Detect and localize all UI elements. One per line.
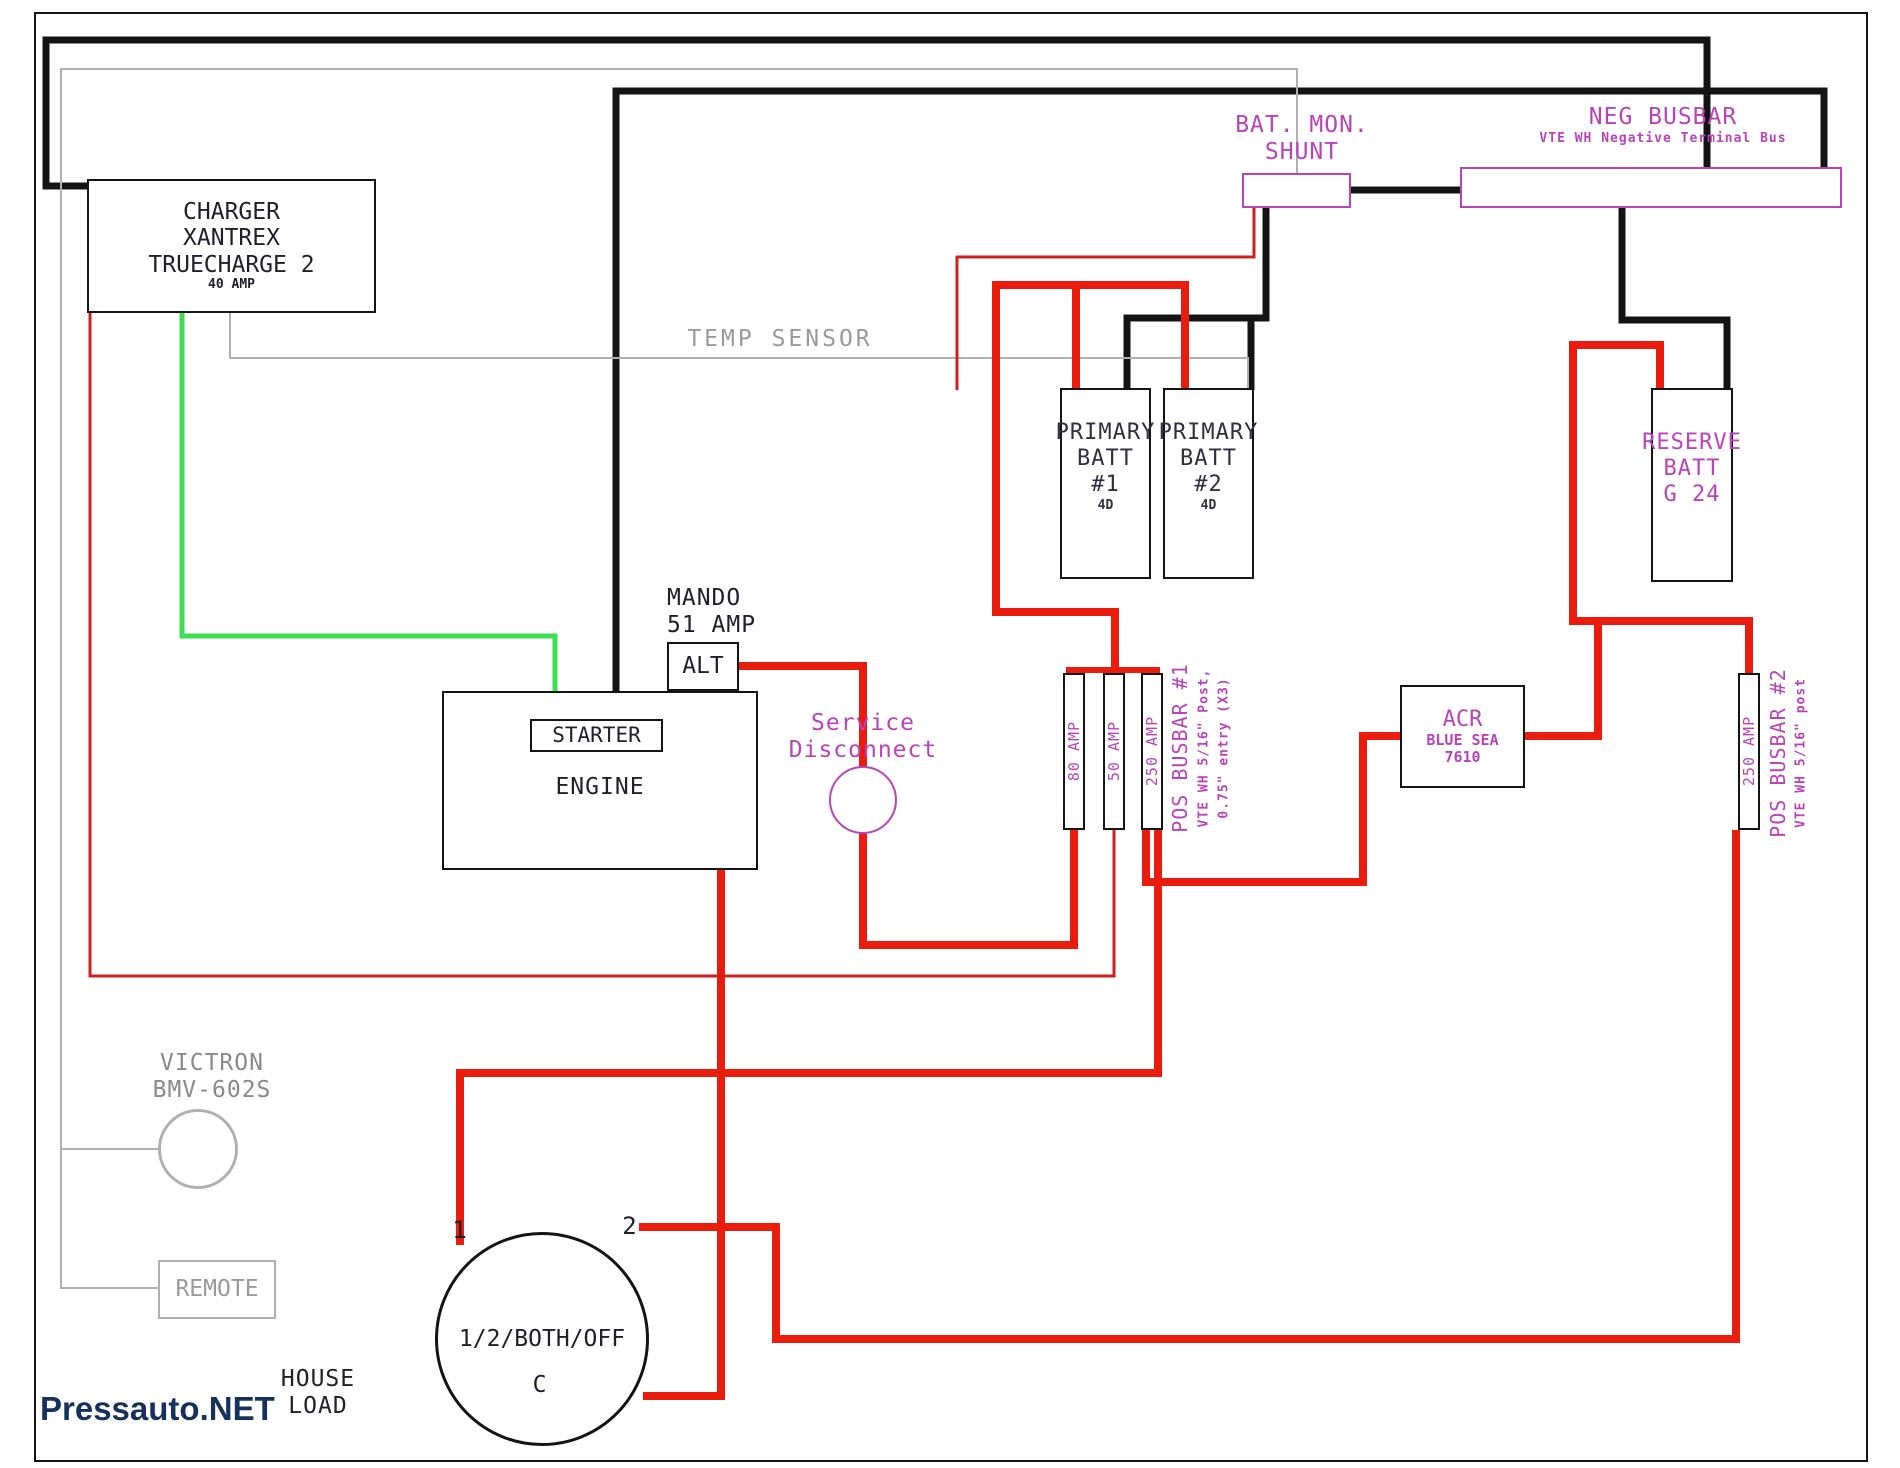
bmv-shunt-data-cable <box>60 68 1298 1289</box>
shunt-sense-wire <box>955 208 1256 390</box>
fuse-50amp-box <box>1103 673 1125 830</box>
service-disconnect-label: Service Disconnect <box>788 710 938 764</box>
bat-mon-shunt-label: BAT. MON. SHUNT <box>1235 112 1369 166</box>
temp-sensor-cable <box>229 313 1249 390</box>
switch-terminal-1: 1 <box>452 1216 468 1244</box>
primary-batt2-label: PRIMARY BATT #2 4D <box>1158 420 1259 513</box>
battery-positive-bus <box>992 281 1189 670</box>
watermark: Pressauto.NET <box>40 1390 275 1427</box>
switch-terminal-common: C <box>532 1372 548 1398</box>
acr-to-posbusbar1 <box>1142 732 1400 886</box>
reserve-batt-label: RESERVE BATT G 24 <box>1642 430 1742 507</box>
acr-box: ACR BLUE SEA 7610 <box>1400 685 1525 788</box>
shunt-box <box>1242 173 1351 208</box>
switch1-to-posbusbar1 <box>456 830 1162 1245</box>
charger-label: CHARGER <box>183 198 280 225</box>
charger-rating: 40 AMP <box>208 277 255 293</box>
alternator-label: MANDO 51 AMP <box>667 585 757 639</box>
negbusbar-to-reserve-negative <box>1618 208 1731 390</box>
acr-brand: BLUE SEA <box>1426 730 1499 749</box>
remote-box: REMOTE <box>158 1260 276 1319</box>
remote-label: REMOTE <box>175 1276 259 1303</box>
fuse-250amp-b-label: 250 AMP <box>1740 715 1758 787</box>
charger-to-engine-ground <box>179 313 558 719</box>
service-disconnect-circle <box>829 766 897 834</box>
neg-engine-to-negbusbar <box>612 87 1828 691</box>
fuse-80amp-box <box>1063 673 1085 830</box>
pos-busbar2-sub: VTE WH 5/16" post <box>1793 677 1809 829</box>
reserve-batt-box <box>1651 388 1733 582</box>
temp-sensor-label: TEMP SENSOR <box>687 326 873 352</box>
reserve-positive-to-fuse250b <box>1569 341 1753 673</box>
acr-model: 7610 <box>1444 748 1481 767</box>
charger-box: CHARGER XANTREX TRUECHARGE 2 40 AMP <box>87 179 376 313</box>
service-disconnect-to-fuse80 <box>859 830 1078 949</box>
neg-busbar-box <box>1460 167 1842 208</box>
charger-label: XANTREX <box>183 225 280 252</box>
house-load-label: HOUSE LOAD <box>280 1366 356 1420</box>
pos-busbar1-sub1: VTE WH 5/16" Post, <box>1196 668 1212 828</box>
charger-output-to-fuse50 <box>88 313 1116 978</box>
acr-to-reserve-feed <box>1525 621 1602 740</box>
fuse-250amp-a-box <box>1141 673 1163 830</box>
primary-batt1-box <box>1060 388 1151 579</box>
primary-batt2-box <box>1163 388 1254 579</box>
fuse-250amp-b-box <box>1738 673 1760 830</box>
switch2-to-posbusbar2 <box>639 830 1740 1343</box>
neg-busbar-label: NEG BUSBAR VTE WH Negative Terminal Bus <box>1539 104 1787 147</box>
battery-switch-circle: 1/2/BOTH/OFF <box>435 1232 649 1446</box>
shunt-to-batt1-negative <box>1123 208 1270 390</box>
primary-batt1-label: PRIMARY BATT #1 4D <box>1055 420 1156 513</box>
pos-busbar1-title: POS BUSBAR #1 <box>1168 663 1192 833</box>
alt-box: ALT <box>667 642 739 691</box>
switch-terminal-2: 2 <box>622 1212 638 1240</box>
page-border <box>34 12 1868 1462</box>
neg-charger-to-negbusbar <box>42 36 1711 190</box>
pos-busbar1-sub2: 0.75" entry (X3) <box>1216 677 1232 819</box>
starter-box: STARTER <box>530 719 663 752</box>
battery-switch-label: 1/2/BOTH/OFF <box>458 1326 626 1352</box>
pos-busbar2-title: POS BUSBAR #2 <box>1766 668 1790 838</box>
fuse-250amp-a-label: 250 AMP <box>1143 715 1161 787</box>
alt-to-service-disconnect <box>739 662 867 768</box>
fuse-80amp-label: 80 AMP <box>1065 720 1083 782</box>
victron-label: VICTRON BMV-602S <box>152 1050 272 1104</box>
acr-label: ACR <box>1442 706 1483 732</box>
victron-circle <box>158 1109 238 1189</box>
fuse-50amp-label: 50 AMP <box>1105 720 1123 782</box>
charger-label: TRUECHARGE 2 <box>148 251 315 278</box>
engine-label: ENGINE <box>555 774 645 800</box>
